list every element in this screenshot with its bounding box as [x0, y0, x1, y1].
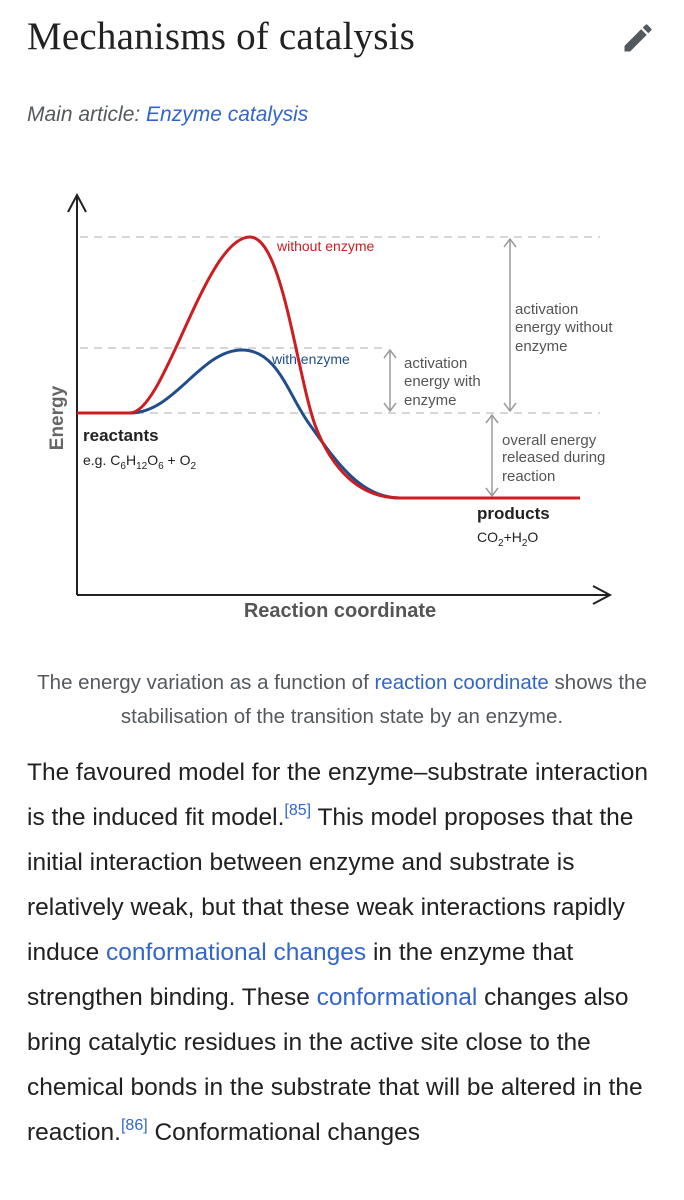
ann-with-line-2: energy with	[404, 373, 481, 390]
energy-diagram: Energy Reaction coordinate without enzym…	[47, 192, 613, 622]
label-without-enzyme: without enzyme	[276, 238, 374, 254]
reactants-formula: e.g. C6H12O6 + O2	[83, 452, 197, 472]
reference-85-link[interactable]: [85]	[284, 802, 312, 819]
y-axis-label: Energy	[47, 385, 68, 450]
ann-without-line-3: enzyme	[515, 338, 568, 355]
ann-overall-line-1: overall energy	[502, 432, 597, 449]
conformational-link[interactable]: conformational	[316, 984, 478, 1011]
axes	[67, 192, 613, 605]
paragraph-text-3: in the enzyme that strengthen binding. T…	[27, 939, 574, 1011]
guide-lines	[80, 236, 600, 414]
enzyme-catalysis-link[interactable]: Enzyme catalysis	[146, 103, 309, 126]
products-formula: CO2+H2O	[477, 529, 538, 549]
ann-overall-line-2: released during	[502, 449, 605, 466]
ann-without-line-2: energy without	[515, 319, 613, 336]
section-heading: Mechanisms of catalysis	[27, 15, 416, 58]
annotation-overall-energy: overall energy released during reaction	[502, 432, 605, 485]
ann-without-line-1: activation	[515, 301, 578, 318]
y-axis-arrow	[67, 192, 87, 213]
paragraph-text-2: This model proposes that the initial int…	[27, 804, 634, 966]
paragraph-text-1: The favoured model for the enzyme–substr…	[27, 759, 649, 831]
x-axis-arrow	[592, 585, 613, 605]
annotation-arrows	[383, 237, 517, 498]
article-paragraph: The favoured model for the enzyme–substr…	[27, 750, 667, 1155]
curve-without-enzyme	[77, 235, 580, 500]
ann-with-line-1: activation	[404, 355, 467, 372]
conformational-changes-link[interactable]: conformational changes	[106, 939, 367, 966]
reactants-label: reactants	[83, 426, 159, 445]
x-axis-label: Reaction coordinate	[244, 600, 436, 622]
annotation-activation-with: activation energy with enzyme	[404, 355, 481, 409]
caption-text-2: shows the stabilisation of the transitio…	[120, 671, 647, 728]
hatnote: Main article: Enzyme catalysis	[27, 103, 308, 127]
energy-diagram-figure[interactable]: Energy Reaction coordinate without enzym…	[0, 180, 684, 630]
ann-overall-line-3: reaction	[502, 468, 555, 485]
hatnote-prefix: Main article:	[27, 103, 147, 126]
caption-text-1: The energy variation as a function of	[37, 671, 375, 694]
ann-with-line-3: enzyme	[404, 392, 457, 409]
curve-with-enzyme	[77, 348, 580, 500]
label-with-enzyme: with enzyme	[271, 351, 350, 367]
annotation-activation-without: activation energy without enzyme	[515, 301, 613, 355]
pencil-icon	[624, 24, 652, 52]
paragraph-text-5: Conformational changes	[147, 1119, 421, 1146]
edit-section-button[interactable]	[620, 20, 656, 56]
figure-caption: The energy variation as a function of re…	[20, 666, 664, 734]
reference-86-link[interactable]: [86]	[120, 1117, 148, 1134]
products-label: products	[477, 504, 550, 523]
paragraph-text-4: changes also bring catalytic residues in…	[27, 984, 643, 1146]
reaction-coordinate-link[interactable]: reaction coordinate	[374, 671, 549, 694]
